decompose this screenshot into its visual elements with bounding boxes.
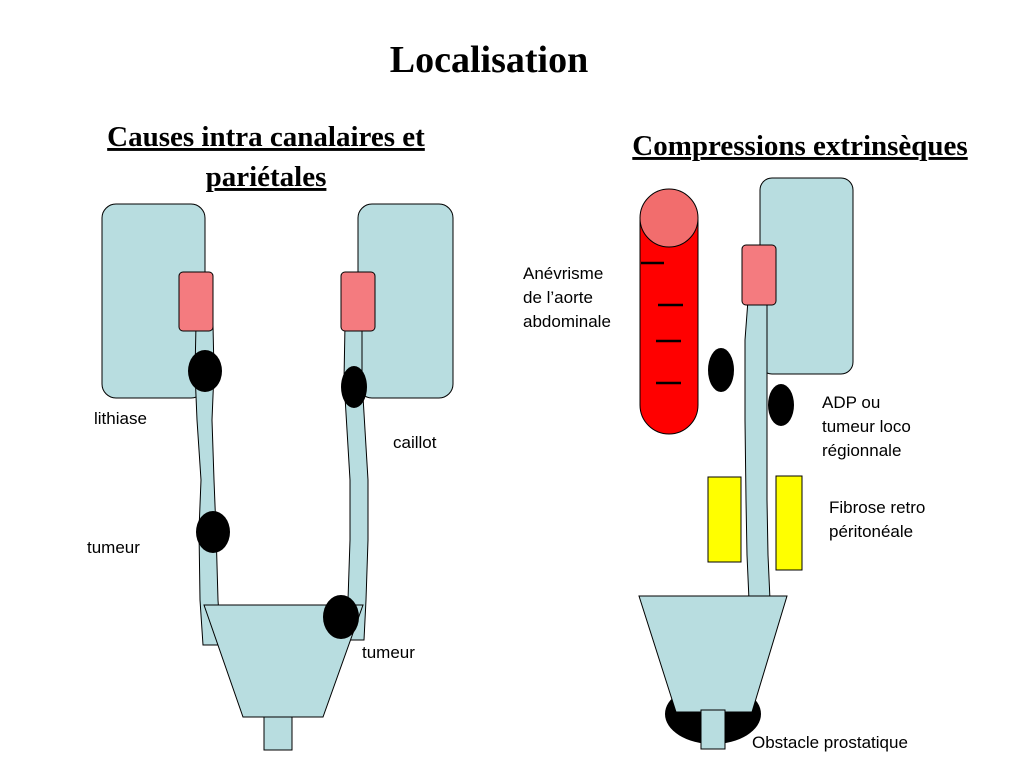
renal-pelvis-right-diagram <box>741 244 777 306</box>
label-tumeur-right: tumeur <box>362 643 415 662</box>
label-obstacle: Obstacle prostatique <box>752 733 908 752</box>
fibrosis-right <box>775 475 803 571</box>
left-renal-pelvis <box>178 271 214 332</box>
label-fibrose-1: Fibrose retro <box>829 498 925 517</box>
lithiase-lesion <box>188 350 222 392</box>
page-title: Localisation <box>390 39 588 81</box>
right-heading: Compressions extrinsèques <box>632 130 967 162</box>
label-lithiase: lithiase <box>94 409 147 428</box>
urethra-right-diagram <box>700 709 726 750</box>
adp-lesion-left <box>708 348 734 392</box>
label-caillot: caillot <box>393 433 437 452</box>
ureter-right-diagram <box>744 299 771 601</box>
right-renal-pelvis <box>340 271 376 332</box>
caillot-lesion <box>341 366 367 408</box>
label-fibrose-2: péritonéale <box>829 522 913 541</box>
left-heading-line1: Causes intra canalaires et <box>107 121 425 153</box>
fibrosis-left <box>707 476 742 563</box>
label-adp-1: ADP ou <box>822 393 880 412</box>
tumeur-bladder-lesion <box>323 595 359 639</box>
left-diagram: lithiase caillot tumeur tumeur <box>87 203 454 751</box>
urethra <box>263 716 293 751</box>
left-heading-line2: pariétales <box>206 161 327 193</box>
label-anevrisme-3: abdominale <box>523 312 611 331</box>
label-tumeur-left: tumeur <box>87 538 140 557</box>
label-anevrisme-2: de l’aorte <box>523 288 593 307</box>
aortic-aneurysm <box>639 219 699 435</box>
label-anevrisme-1: Anévrisme <box>523 264 603 283</box>
bladder-right-diagram <box>638 595 788 713</box>
right-diagram: Anévrisme de l’aorte abdominale ADP ou t… <box>523 177 925 752</box>
tumeur-ureter-lesion <box>196 511 230 553</box>
label-adp-3: régionnale <box>822 441 901 460</box>
adp-lesion-right <box>768 384 794 426</box>
bladder <box>203 604 364 718</box>
aorta-top <box>639 188 699 248</box>
label-adp-2: tumeur loco <box>822 417 911 436</box>
